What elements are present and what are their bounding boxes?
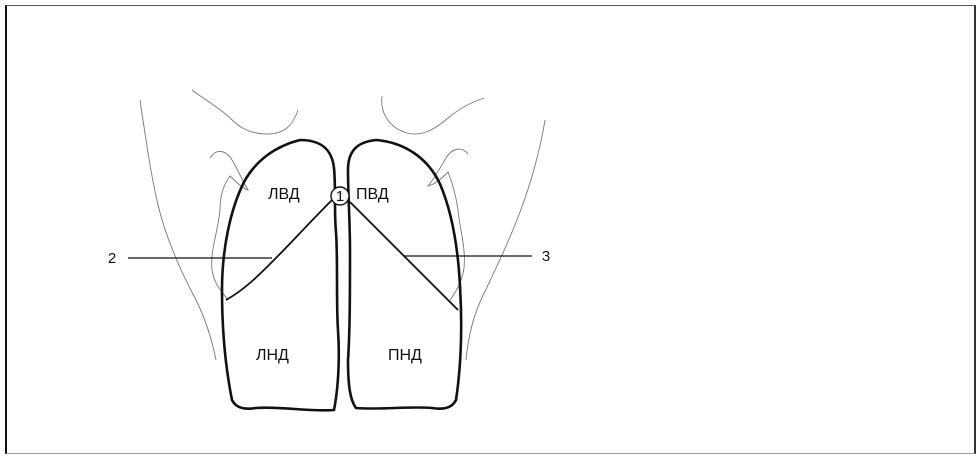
callout-2-number: 2: [108, 250, 116, 267]
callout-3: 3: [404, 248, 550, 265]
left-oblique-fissure: [226, 200, 332, 300]
callout-2: 2: [108, 250, 272, 267]
right-neck-curve: [382, 96, 484, 134]
right-lung-outline: [348, 140, 461, 409]
right-body-contour: [466, 120, 545, 360]
label-left-upper-lobe: ЛВД: [268, 186, 300, 203]
left-body-contour: [140, 100, 216, 360]
label-left-lower-lobe: ЛНД: [256, 347, 289, 364]
body-outline: [140, 90, 545, 360]
marker-1: 1: [331, 187, 349, 205]
left-neck-curve: [192, 90, 298, 134]
label-right-lower-lobe: ПНД: [388, 347, 422, 364]
callout-3-number: 3: [542, 248, 550, 265]
marker-1-number: 1: [336, 188, 344, 205]
label-right-upper-lobe: ПВД: [356, 186, 389, 203]
left-lung-outline: [222, 140, 339, 410]
